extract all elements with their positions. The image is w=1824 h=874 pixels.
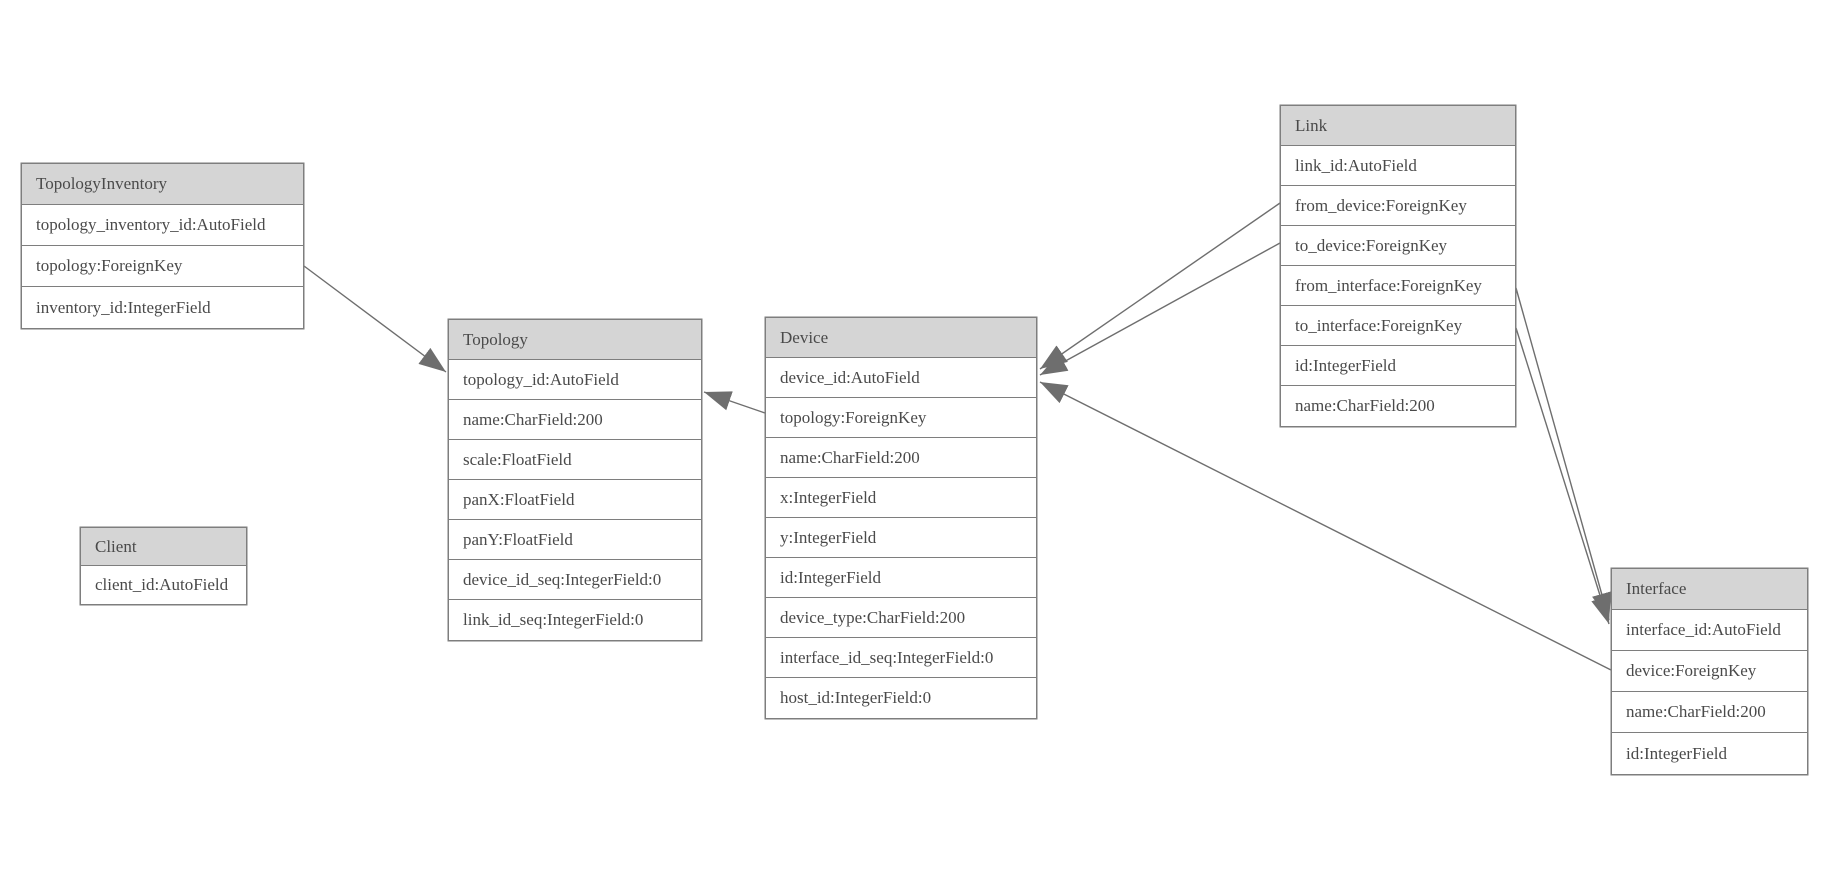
field-row-topology-4: panY:FloatField [449, 520, 701, 560]
entity-title: Link [1281, 106, 1515, 146]
edge-link-to-interface-to-interface [1515, 327, 1611, 625]
field-row-topologyinventory-0: topology_inventory_id:AutoField [22, 205, 303, 246]
field-row-topology-6: link_id_seq:IntegerField:0 [449, 600, 701, 640]
edge-link-to-device-to-device [1039, 242, 1281, 376]
edge-interface-device-to-device [1039, 381, 1612, 671]
entity-title: Interface [1612, 569, 1807, 610]
edge-link-from-device-to-device [1039, 202, 1281, 370]
field-row-topology-2: scale:FloatField [449, 440, 701, 480]
field-row-link-2: to_device:ForeignKey [1281, 226, 1515, 266]
field-row-device-7: interface_id_seq:IntegerField:0 [766, 638, 1036, 678]
field-row-device-1: topology:ForeignKey [766, 398, 1036, 438]
edge-link-from-interface-to-interface [1515, 287, 1612, 621]
entity-title: Client [81, 528, 246, 566]
field-row-topology-5: device_id_seq:IntegerField:0 [449, 560, 701, 600]
field-row-device-8: host_id:IntegerField:0 [766, 678, 1036, 718]
field-row-link-0: link_id:AutoField [1281, 146, 1515, 186]
field-row-topology-3: panX:FloatField [449, 480, 701, 520]
field-row-topologyinventory-2: inventory_id:IntegerField [22, 287, 303, 328]
field-row-device-5: id:IntegerField [766, 558, 1036, 598]
field-row-device-6: device_type:CharField:200 [766, 598, 1036, 638]
field-row-link-1: from_device:ForeignKey [1281, 186, 1515, 226]
field-row-interface-0: interface_id:AutoField [1612, 610, 1807, 651]
field-row-topologyinventory-1: topology:ForeignKey [22, 246, 303, 287]
field-row-interface-2: name:CharField:200 [1612, 692, 1807, 733]
edge-topologyinventory-topology-to-topology [303, 265, 447, 373]
field-row-interface-3: id:IntegerField [1612, 733, 1807, 774]
field-row-client-0: client_id:AutoField [81, 566, 246, 604]
entity-topologyinventory: TopologyInventory topology_inventory_id:… [21, 163, 304, 329]
field-row-link-5: id:IntegerField [1281, 346, 1515, 386]
field-row-topology-1: name:CharField:200 [449, 400, 701, 440]
field-row-link-6: name:CharField:200 [1281, 386, 1515, 426]
edge-device-topology-to-topology [703, 391, 766, 414]
entity-client: Client client_id:AutoField [80, 527, 247, 605]
field-row-device-3: x:IntegerField [766, 478, 1036, 518]
field-row-link-4: to_interface:ForeignKey [1281, 306, 1515, 346]
entity-title: Topology [449, 320, 701, 360]
entity-title: TopologyInventory [22, 164, 303, 205]
field-row-device-4: y:IntegerField [766, 518, 1036, 558]
field-row-device-0: device_id:AutoField [766, 358, 1036, 398]
field-row-topology-0: topology_id:AutoField [449, 360, 701, 400]
field-row-link-3: from_interface:ForeignKey [1281, 266, 1515, 306]
field-row-interface-1: device:ForeignKey [1612, 651, 1807, 692]
entity-title: Device [766, 318, 1036, 358]
field-row-device-2: name:CharField:200 [766, 438, 1036, 478]
